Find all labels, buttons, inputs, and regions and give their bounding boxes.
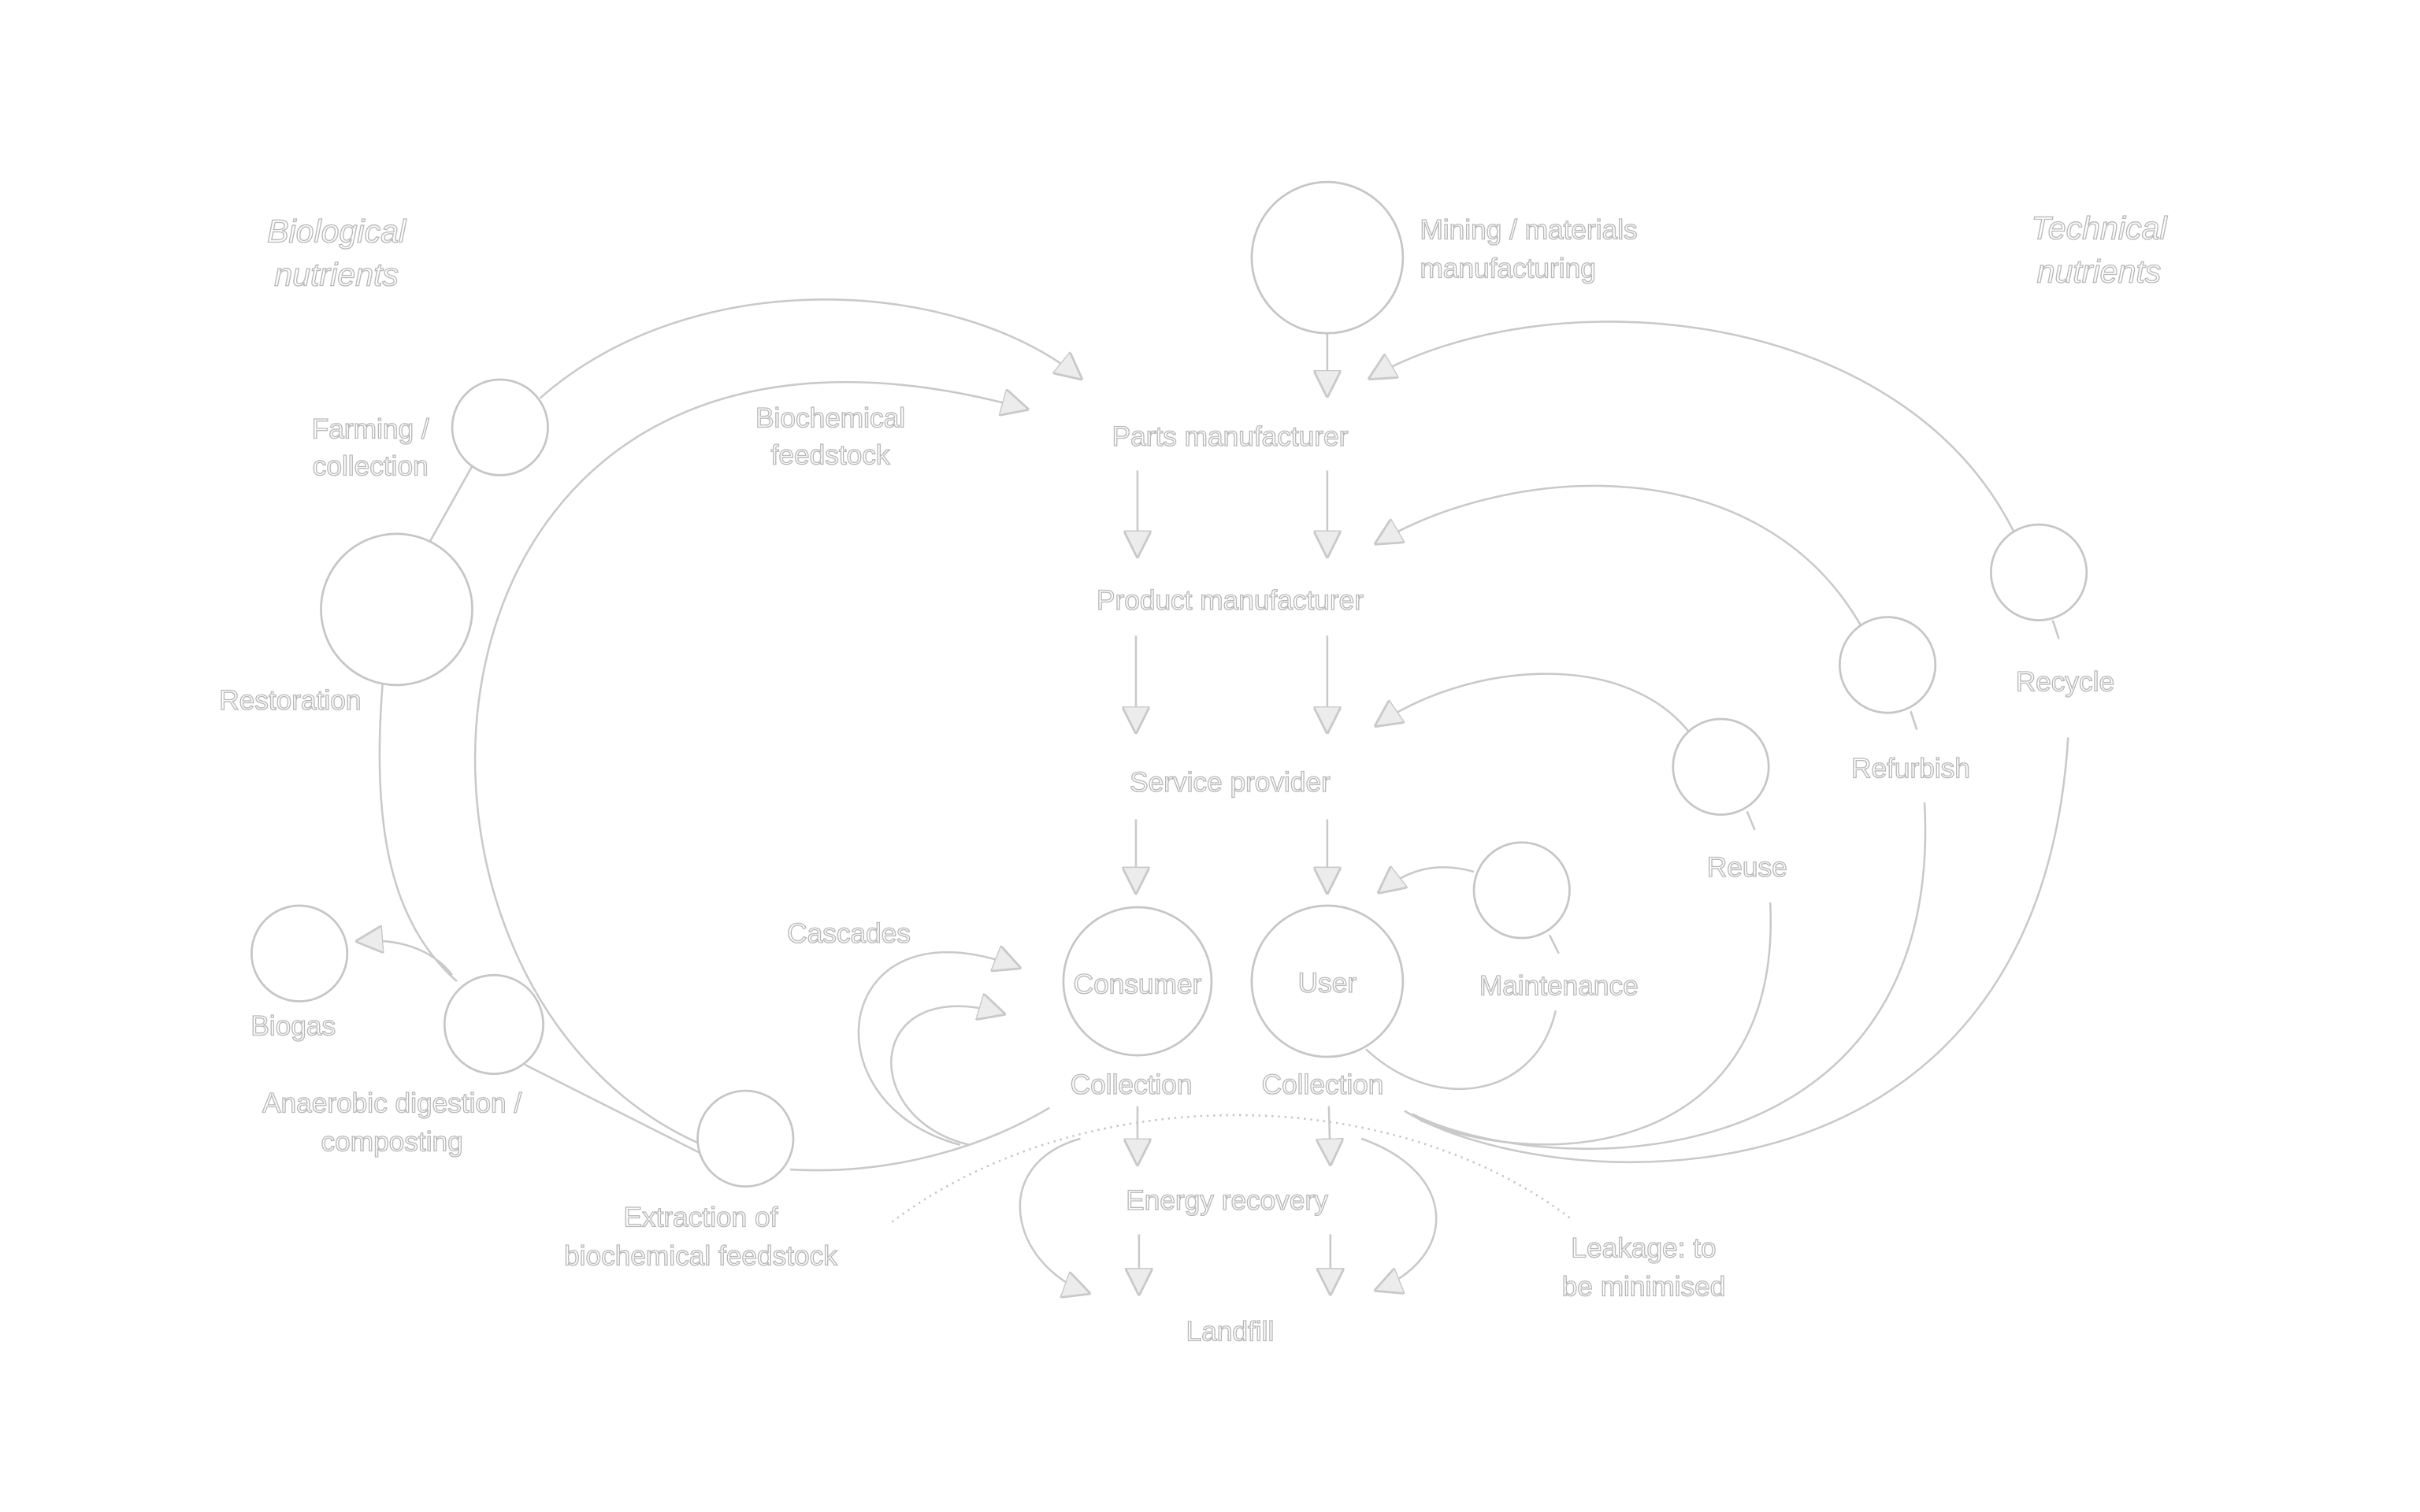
technical-title-2: nutrients <box>2037 254 2162 290</box>
energy-recovery-label: Energy recovery <box>1126 1185 1328 1216</box>
biological-title-1: Biological <box>267 213 407 250</box>
cascade-inner <box>890 1006 1003 1146</box>
anaerobic-label-1: Anaerobic digestion / <box>262 1088 521 1119</box>
product-manufacturer-label: Product manufacturer <box>1097 585 1364 616</box>
energy-right-arc <box>1360 1137 1438 1290</box>
recycle-tail <box>2051 620 2060 639</box>
consumer-node <box>1062 906 1213 1057</box>
reuse-label: Reuse <box>1707 852 1787 883</box>
vertical-flow-arrows <box>1136 333 1331 1293</box>
farming-label-2: collection <box>313 450 429 481</box>
cascade-outer <box>857 952 1019 1146</box>
reuse-flow <box>1377 673 1690 732</box>
biochemical-inner-flow <box>473 380 1026 1146</box>
leakage-label-1: Leakage: to <box>1571 1233 1716 1264</box>
refurbish-tail <box>1910 710 1918 731</box>
reuse-tail <box>1746 811 1756 831</box>
service-provider-label: Service provider <box>1130 767 1331 798</box>
user-node <box>1250 904 1405 1058</box>
farming-restoration-link <box>428 465 473 544</box>
user-label: User <box>1298 968 1357 999</box>
technical-title-1: Technical <box>2031 210 2168 246</box>
reuse-node <box>1672 717 1770 816</box>
recycle-label: Recycle <box>2016 667 2114 698</box>
biochemical-outer-flow <box>539 298 1081 399</box>
mining-label-2: manufacturing <box>1420 254 1595 284</box>
leakage-boundary <box>891 1114 1572 1223</box>
collection-right-label: Collection <box>1262 1069 1384 1100</box>
biogas-node <box>250 904 349 1002</box>
restoration-anaerobic-link <box>378 681 458 982</box>
mining-label-1: Mining / materials <box>1420 215 1637 246</box>
leakage-label-2: be minimised <box>1562 1272 1726 1303</box>
energy-left-arc <box>1019 1137 1088 1293</box>
extraction-consumer-link <box>790 1106 1050 1172</box>
biological-title-2: nutrients <box>274 256 399 292</box>
maintenance-return <box>1365 1010 1557 1090</box>
refurbish-flow <box>1377 484 1862 628</box>
mining-node <box>1250 180 1405 335</box>
restoration-label: Restoration <box>219 685 361 716</box>
refurbish-label: Refurbish <box>1851 753 1970 784</box>
biogas-flow <box>358 940 454 976</box>
extraction-label-2: biochemical feedstock <box>564 1241 837 1272</box>
extraction-label-1: Extraction of <box>624 1203 778 1233</box>
biogas-label: Biogas <box>251 1011 336 1042</box>
biochemical-label-1: Biochemical <box>755 403 905 434</box>
maintenance-flow <box>1380 867 1475 891</box>
landfill-label: Landfill <box>1186 1317 1275 1347</box>
recycle-node <box>1989 523 2088 621</box>
anaerobic-extraction-link <box>524 1063 703 1155</box>
farming-label-1: Farming / <box>312 413 429 444</box>
refurbish-node <box>1838 616 1937 714</box>
cascades-label: Cascades <box>787 918 911 949</box>
restoration-node <box>320 532 473 687</box>
recycle-flow <box>1371 321 2015 533</box>
reuse-return <box>1419 902 1772 1146</box>
extraction-node <box>696 1089 795 1188</box>
parts-manufacturer-label: Parts manufacturer <box>1112 421 1349 452</box>
anaerobic-label-2: composting <box>321 1127 462 1158</box>
consumer-label: Consumer <box>1074 969 1202 1000</box>
maintenance-node <box>1472 841 1571 939</box>
farming-node <box>451 378 549 476</box>
biochemical-label-2: feedstock <box>771 440 890 471</box>
maintenance-label: Maintenance <box>1479 971 1639 1002</box>
collection-left-label: Collection <box>1071 1069 1193 1100</box>
recycle-return <box>1404 737 2069 1164</box>
maintenance-tail <box>1548 934 1560 954</box>
anaerobic-node <box>443 973 545 1075</box>
